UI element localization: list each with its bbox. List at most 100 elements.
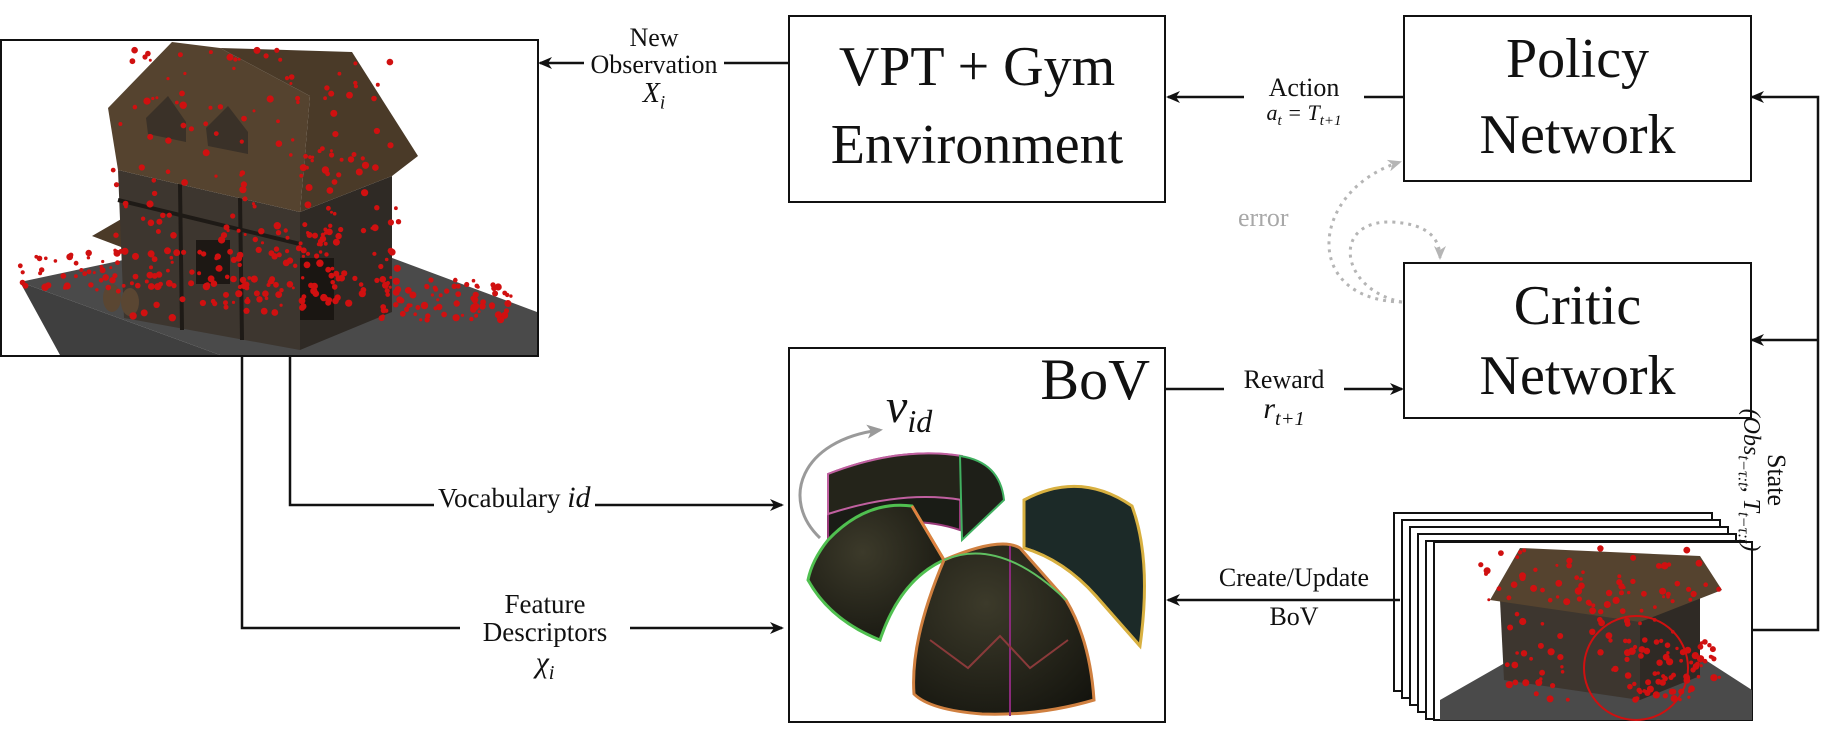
keypoint	[160, 212, 166, 218]
keypoint	[1555, 579, 1563, 587]
keypoint	[1611, 667, 1615, 672]
keypoint	[1711, 656, 1717, 662]
keypoint	[17, 263, 23, 269]
bov-box: BoV νid	[788, 347, 1166, 723]
keypoint	[181, 249, 187, 255]
keypoint	[278, 57, 283, 62]
keypoint	[353, 61, 358, 66]
keypoint	[361, 161, 370, 169]
keypoint	[44, 256, 48, 261]
keypoint	[1550, 683, 1556, 689]
keypoint	[1627, 590, 1631, 595]
keypoint	[164, 247, 171, 255]
vocabulary-text: Vocabulary	[438, 483, 568, 513]
keypoint	[1656, 659, 1663, 666]
keypoint	[1637, 689, 1643, 695]
keypoint	[1707, 643, 1712, 648]
keypoint	[296, 100, 300, 105]
keypoint	[171, 283, 177, 289]
keypoint	[455, 291, 462, 297]
keypoint	[1716, 586, 1722, 592]
state-formula: (Obst−τ:t, Tt−τ:t)	[1734, 280, 1764, 680]
keypoint	[1688, 685, 1695, 692]
bov-vocab-symbol: ν	[886, 380, 908, 433]
keypoint	[239, 173, 243, 177]
keypoint	[361, 189, 369, 197]
keypoint	[200, 251, 207, 257]
obs-symbol-sub: i	[659, 92, 666, 114]
keypoint	[1504, 662, 1510, 668]
keypoint	[129, 312, 137, 320]
keypoint	[1662, 653, 1670, 661]
keypoint	[115, 288, 121, 294]
feature-symbol: χi	[460, 646, 630, 685]
keypoint	[393, 264, 401, 272]
keypoint	[105, 284, 112, 291]
keypoint	[95, 288, 99, 292]
keypoint	[1530, 584, 1538, 592]
keypoint	[1630, 578, 1636, 585]
keypoint	[494, 311, 502, 319]
keypoint	[295, 245, 302, 252]
keypoint	[415, 305, 421, 310]
keypoint	[1655, 678, 1662, 685]
state-text: State	[1762, 452, 1791, 508]
keypoint	[1557, 654, 1564, 661]
keypoint	[1703, 582, 1708, 587]
keypoint	[1695, 661, 1700, 667]
keypoint	[330, 266, 335, 271]
keypoint	[230, 275, 237, 283]
state-rotated: State (Obst−τ:t, Tt−τ:t)	[1734, 280, 1791, 680]
keypoint	[1642, 689, 1647, 693]
keypoint	[166, 212, 172, 218]
keypoint	[1522, 548, 1527, 553]
keypoint	[404, 287, 412, 294]
keypoint	[1659, 587, 1667, 595]
keypoint	[299, 304, 306, 311]
keypoint	[289, 153, 293, 157]
keypoint	[151, 178, 157, 183]
keypoint	[293, 263, 298, 268]
keypoint	[1710, 674, 1718, 682]
keypoint	[1674, 580, 1681, 587]
keypoint	[143, 97, 151, 105]
keypoint	[85, 249, 92, 257]
keypoint	[264, 296, 269, 301]
keypoint	[328, 272, 335, 279]
keypoint	[227, 248, 234, 255]
keypoint	[129, 281, 134, 286]
keypoint	[308, 155, 312, 160]
keypoint	[1699, 641, 1704, 645]
keypoint	[223, 224, 230, 231]
keypoint	[240, 282, 248, 290]
keypoint	[1506, 595, 1512, 601]
keypoint	[1664, 642, 1671, 648]
keypoint	[1653, 605, 1657, 609]
keypoint	[328, 223, 333, 228]
keypoint	[215, 265, 222, 272]
keypoint	[351, 152, 357, 157]
keypoint	[165, 137, 172, 144]
keypoint	[154, 283, 162, 291]
keypoint	[189, 269, 195, 275]
keypoint	[102, 274, 109, 281]
keypoint	[132, 252, 139, 260]
keypoint	[326, 228, 333, 236]
action-eq: = T	[1281, 100, 1320, 126]
keypoint	[372, 164, 379, 171]
environment-title-line1: VPT + Gym	[838, 36, 1116, 98]
action-formula: at = Tt+1	[1244, 101, 1364, 130]
keypoint	[308, 282, 314, 289]
keypoint	[1605, 589, 1613, 597]
keypoint	[237, 57, 241, 61]
keypoint	[1634, 696, 1640, 701]
keypoint	[237, 262, 242, 268]
environment-title-line2: Environment	[830, 114, 1124, 176]
reward-symbol: r	[1263, 392, 1276, 426]
keypoint	[1608, 638, 1613, 643]
keypoint	[82, 271, 88, 277]
keypoint	[399, 310, 406, 317]
keypoint	[203, 121, 209, 127]
keypoint	[1579, 577, 1583, 581]
keypoint	[304, 201, 312, 209]
